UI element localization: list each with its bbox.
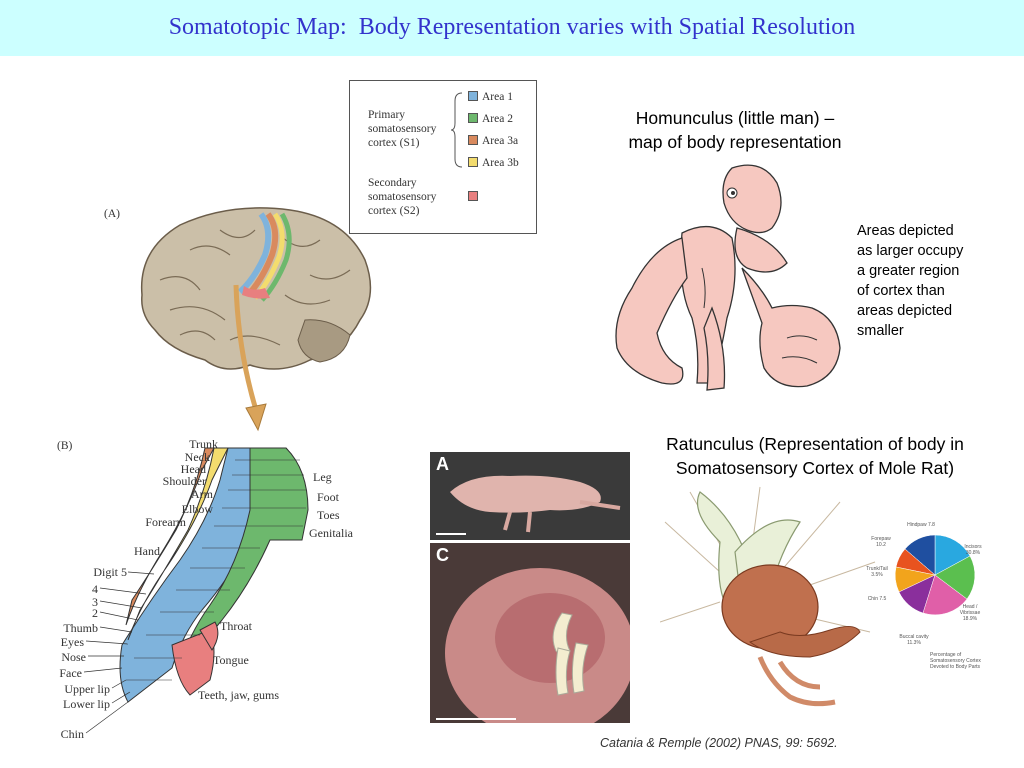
legend-area-3b: Area 3b [468,157,519,169]
pie-label-trunk-tail: Trunk/Tail 3.5% [866,566,888,578]
label-throat: Throat [220,619,252,633]
pie-footnote: Percentage of Somatosensory Cortex Devot… [930,652,981,670]
pie-label-head: Head / Vibrissae 18.9% [959,604,981,622]
cortex-pie-chart [895,534,976,616]
panel-b-label: (B) [57,440,73,452]
homunculus-caption: Homunculus (little man) – map of body re… [628,108,842,152]
photo-letter-c: C [436,545,449,565]
label-elbow: Elbow [181,502,213,516]
label-neck: Neck [184,450,210,464]
legend-bracket [450,92,463,168]
area-1-swatch [468,91,478,101]
label-tongue: Tongue [213,653,249,667]
label-teeth-jaw-gums: Teeth, jaw, gums [198,688,280,702]
pie-label-incisors: Incisors 30.8% [964,544,982,556]
legend-s2 [468,191,482,203]
brain-illustration [140,207,372,370]
mole-rat-photo-a: A [430,452,630,540]
label-hand: Hand [134,544,160,558]
area-2-swatch [468,113,478,123]
cortex-legend: Primary somatosensory cortex (S1) Area 1… [349,80,537,234]
label-genitalia: Genitalia [309,526,353,540]
pie-label-forepaw: Forepaw 10.2 [871,536,891,548]
label-digit-3: 3 [92,595,98,609]
label-digit-5: Digit 5 [93,565,127,579]
label-lower-lip: Lower lip [63,697,110,711]
legend-area-2: Area 2 [468,113,513,125]
citation: Catania & Remple (2002) PNAS, 99: 5692. [600,736,838,750]
label-shoulder: Shoulder [162,474,206,488]
label-foot: Foot [317,490,340,504]
photo-letter-a: A [436,454,449,474]
label-leader-lines [84,571,155,734]
label-forearm: Forearm [145,515,186,529]
somatotopic-strip [119,447,309,703]
legend-secondary-label: Secondary somatosensory cortex (S2) [368,177,437,217]
s2-swatch [468,191,478,201]
ratunculus-caption: Ratunculus (Representation of body in So… [666,434,964,478]
mole-rat-photo-c: C [430,543,630,723]
label-trunk: Trunk [189,437,218,451]
label-thumb: Thumb [63,621,98,635]
panel-a-label: (A) [104,208,120,220]
slide-title: Somatotopic Map: Body Representation var… [168,14,856,40]
mole-rat-face-image [430,543,630,723]
label-leg: Leg [313,470,332,484]
area-3a-swatch [468,135,478,145]
legend-area-1: Area 1 [468,91,513,103]
label-nose: Nose [61,650,86,664]
legend-primary-label: Primary somatosensory cortex (S1) [368,109,437,149]
side-note: Areas depicted as larger occupy a greate… [857,223,964,339]
label-toes: Toes [317,508,340,522]
homunculus-illustration [615,164,841,391]
label-head: Head [180,462,206,476]
mole-rat-body-image [430,452,630,540]
connecting-arrow [233,284,267,432]
label-digit-4: 4 [92,582,98,596]
title-bar [0,0,1024,56]
pie-label-chin: Chin 7.5 [867,596,887,602]
label-face: Face [59,666,82,680]
pie-label-hindpaw: Hindpaw 7.8 [907,522,935,528]
pie-label-buccal: Buccal cavity 11.3% [899,634,929,646]
label-eyes: Eyes [60,635,84,649]
ratunculus-illustration [660,486,876,707]
label-chin: Chin [60,727,84,741]
legend-area-3a: Area 3a [468,135,518,147]
label-digit-2: 2 [92,606,98,620]
label-arm: Arm [191,487,213,501]
area-3b-swatch [468,157,478,167]
label-upper-lip: Upper lip [64,682,110,696]
